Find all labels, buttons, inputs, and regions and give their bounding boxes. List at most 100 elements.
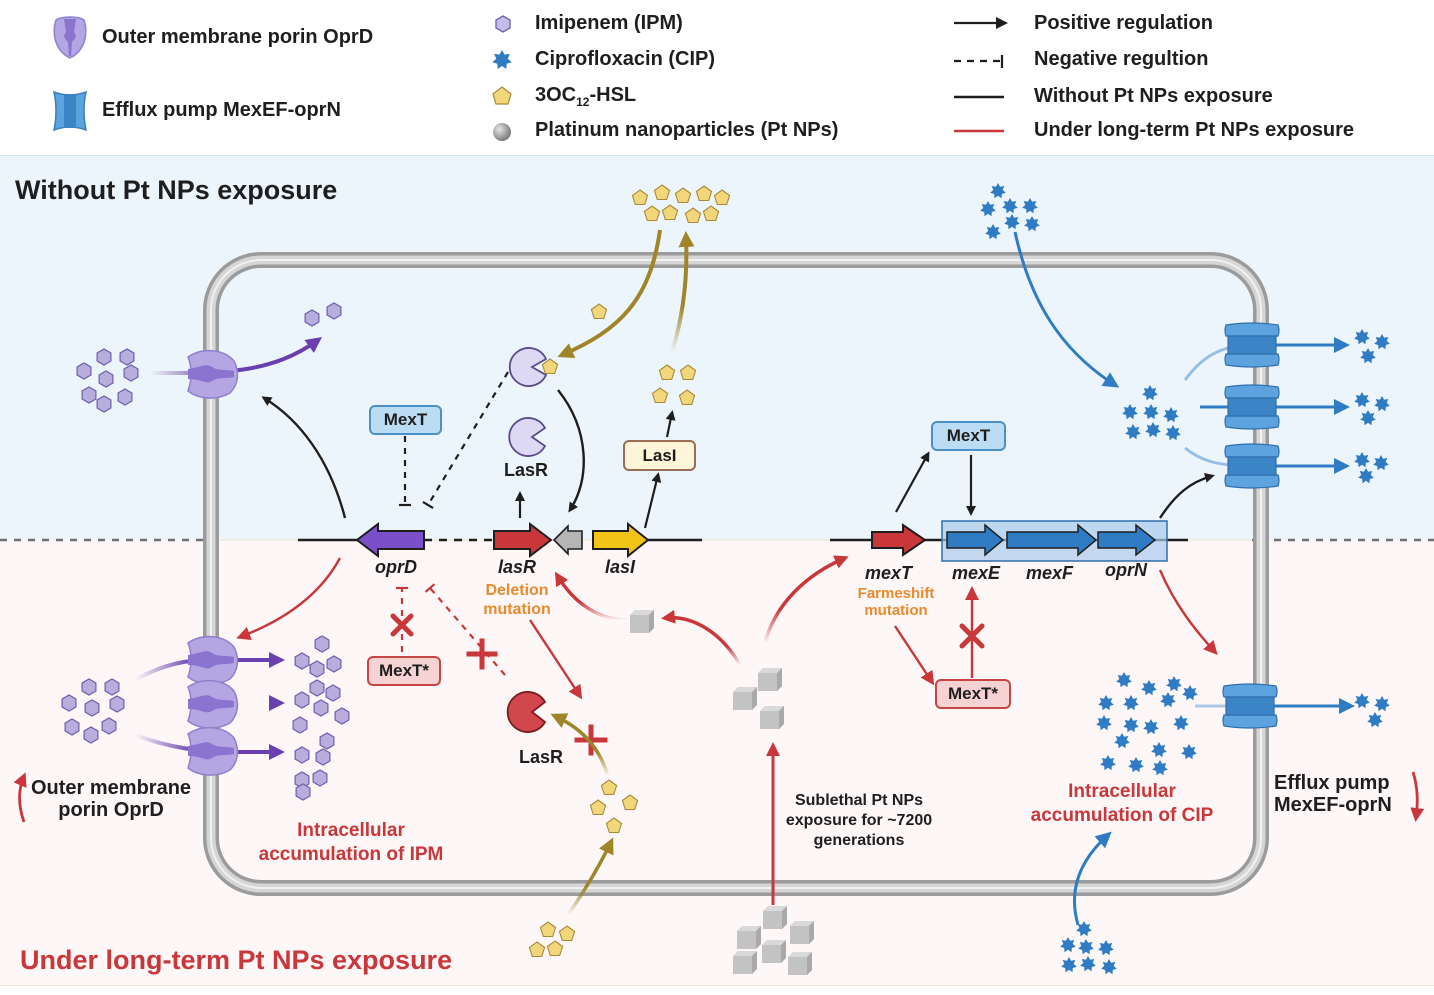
porin-bottom-2 <box>187 679 239 729</box>
lasr-hsl-inhibits-oprd <box>422 371 509 510</box>
cip-molecule <box>1143 404 1159 420</box>
cip-molecule <box>1374 334 1390 350</box>
efflux-pump-top-2 <box>1224 384 1280 430</box>
cip-molecule <box>1367 712 1383 728</box>
mextstar-protein-box-right: MexT* <box>935 679 1011 709</box>
cip-molecule <box>1098 940 1114 956</box>
hsl-label-sub: 12 <box>576 95 590 109</box>
porin-bottom-3 <box>187 726 239 776</box>
hsl-molecule <box>590 303 608 320</box>
ipm-molecule <box>294 746 310 764</box>
ptnp-cube <box>762 940 786 963</box>
cip-molecule <box>1125 424 1141 440</box>
hsl-binding-blocked-arrow <box>550 713 610 777</box>
cip-molecule <box>1122 404 1138 420</box>
ipm-molecule <box>84 699 100 717</box>
hsl-molecule <box>702 205 720 222</box>
hsl-molecule <box>658 364 676 381</box>
porin-bottom-1 <box>187 635 239 685</box>
ptnp-cube <box>758 668 782 691</box>
hsl-molecule <box>539 921 557 938</box>
ipm-molecule <box>294 652 310 670</box>
lasi-expression-arrow <box>643 472 662 529</box>
cip-molecule <box>1142 385 1158 401</box>
cross-mark-2 <box>466 638 498 670</box>
sublethal-line1: Sublethal Pt NPs <box>794 792 924 809</box>
hsl-molecule <box>679 364 697 381</box>
ipm-molecule <box>292 716 308 734</box>
hsl-molecule <box>600 779 618 796</box>
cip-note-line2: accumulation of CIP <box>1030 805 1214 826</box>
positive-arrow-icon <box>954 17 1008 29</box>
ptnp-cube <box>733 951 757 974</box>
legend-longterm-label: Under long-term Pt NPs exposure <box>1034 119 1355 141</box>
cip-molecule <box>1354 392 1370 408</box>
ipm-note-line1: Intracellular <box>297 820 405 841</box>
cip-molecule <box>1173 715 1189 731</box>
molecules <box>61 183 1390 975</box>
gene-label-oprn: oprN <box>1105 560 1147 580</box>
cip-molecule <box>1101 959 1117 975</box>
ipm-molecule <box>123 364 139 382</box>
cross-mark-1 <box>390 613 414 637</box>
ipm-molecule <box>117 388 133 406</box>
ipm-molecule <box>309 679 325 697</box>
mextstar-protein-box-left: MexT* <box>367 656 441 686</box>
ptnp-cube <box>630 610 654 633</box>
lasi-protein-box: LasI <box>623 440 696 471</box>
mext-mutation-line2: mutation <box>864 602 928 619</box>
negative-dashed-icon <box>954 55 1004 68</box>
legend-hsl-label: 3OC12-HSL <box>535 84 636 109</box>
ipm-molecule <box>304 309 320 327</box>
porin-top <box>187 349 239 399</box>
hsl-molecule <box>713 189 731 206</box>
gene-mexe-arrow <box>946 523 1005 557</box>
gene-lasi-arrow <box>592 521 650 559</box>
cip-accumulation-note: Intracellular accumulation of CIP <box>1020 780 1224 828</box>
cip-molecule <box>1354 329 1370 345</box>
ipm-molecule <box>334 707 350 725</box>
cip-molecule <box>1096 715 1112 731</box>
cip-molecule <box>1354 452 1370 468</box>
hsl-export-arrow <box>670 231 695 353</box>
ipm-molecule <box>315 748 331 766</box>
lasr-mutation-effect-arrow <box>528 619 583 700</box>
lasr-label-bottom: LasR <box>519 747 564 767</box>
cip-molecule <box>1151 742 1167 758</box>
cip-entry-arrow <box>1013 231 1120 388</box>
cip-molecule <box>1360 410 1376 426</box>
ipm-molecule <box>64 718 80 736</box>
ptnp-cube <box>763 906 787 929</box>
hsl-uptake-arrow <box>557 229 662 358</box>
cip-molecule <box>1145 422 1161 438</box>
ptnp-cube <box>788 952 812 975</box>
cip-molecule <box>1002 198 1018 214</box>
hsl-molecule <box>674 187 692 204</box>
cip-molecule <box>1022 198 1038 214</box>
pentagon-icon <box>492 86 512 105</box>
cip-entry-bottom-arrow <box>1073 831 1112 926</box>
gene-lasr-arrow <box>493 521 553 559</box>
lasr-mutation-line2: mutation <box>483 601 551 618</box>
hsl-molecule <box>605 817 623 834</box>
hsl-molecule <box>541 358 559 375</box>
hsl-molecule <box>558 925 576 942</box>
lasr-protein-free <box>508 417 547 457</box>
ipm-molecule <box>294 691 310 709</box>
ptnp-to-lasr-arrow <box>554 571 629 622</box>
legend-ptnp-label: Platinum nanoparticles (Pt NPs) <box>535 119 839 141</box>
ipm-molecule <box>104 678 120 696</box>
operon-to-pump-arrow <box>1158 473 1215 519</box>
sphere-icon <box>493 123 511 141</box>
ipm-molecule <box>119 348 135 366</box>
hsl-uptake-bottom-arrow <box>566 837 614 916</box>
panel-long-term-exposure <box>0 540 1434 986</box>
oprd-to-porin-arrow <box>261 396 347 519</box>
efflux-pump-bottom <box>1222 683 1278 729</box>
cell-membrane <box>203 252 1269 896</box>
hsl-molecule <box>651 387 669 404</box>
gene-mext-arrow <box>871 523 927 557</box>
cip-note-line1: Intracellular <box>1068 781 1176 802</box>
hsl-molecule <box>643 205 661 222</box>
efflux-pump-top-3 <box>1224 443 1280 489</box>
